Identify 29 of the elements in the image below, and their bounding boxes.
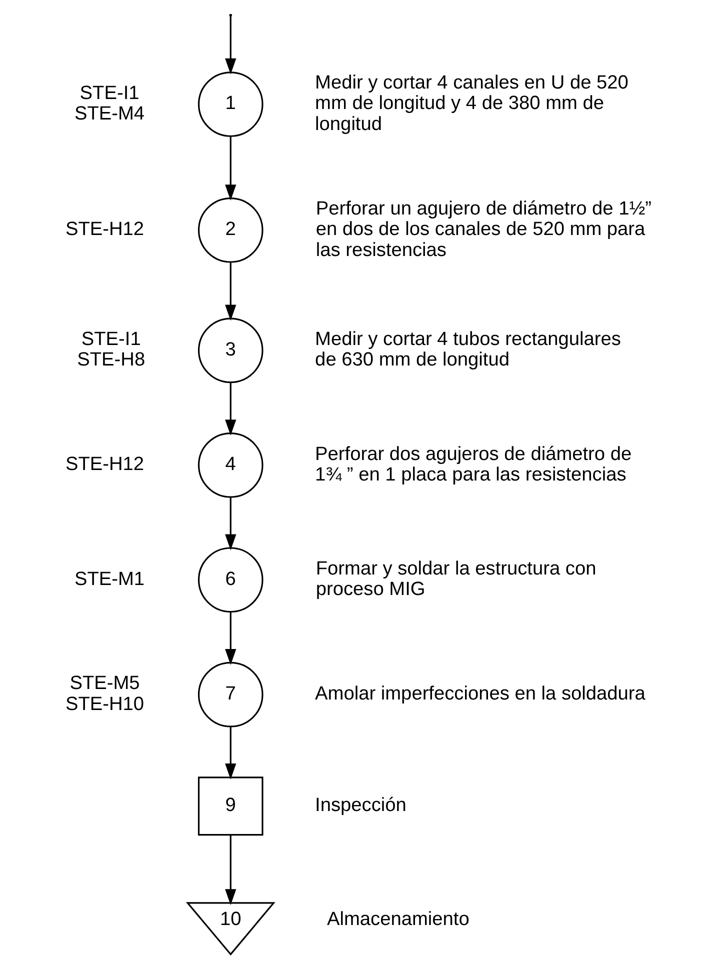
- node-circle: 3: [197, 318, 263, 384]
- arrow: [224, 726, 236, 780]
- node-label: STE-I1 STE-M4: [74, 82, 144, 125]
- node-circle: 4: [197, 432, 263, 498]
- node-label: STE-M5 STE-H10: [64, 673, 144, 715]
- node-label: Medir y cortar 4 canales en U de 520 mm de longitud y 4 de 380 mm de longitud: [314, 72, 628, 135]
- arrow: [224, 262, 236, 321]
- node-label: STE-M1: [74, 568, 144, 590]
- arrow: [224, 136, 236, 201]
- node-label: STE-H12: [64, 219, 144, 240]
- node-circle: 7: [197, 662, 263, 728]
- node-circle: 2: [197, 197, 263, 263]
- node-label: Perforar un agujero de diámetro de 1½” en dos de los canales de 520 mm para las resistencias: [315, 198, 652, 261]
- node-label: Formar y soldar la estructura con proceso MIG: [315, 558, 596, 600]
- node-label: STE-I1 STE-H8: [76, 329, 145, 371]
- node-label: Almacenamiento: [326, 909, 469, 930]
- arrow: [224, 16, 236, 74]
- node-circle: 1: [197, 72, 263, 137]
- node-label: STE-H12: [64, 454, 144, 476]
- node-label: Medir y cortar 4 tubos rectangulares de 630 mm de longitud: [314, 329, 620, 371]
- arrow: [224, 835, 236, 906]
- arrow: [224, 612, 236, 665]
- node-label: Perforar dos agujeros de diámetro de 1¾ ” en 1 placa para las resistencias: [314, 444, 632, 486]
- node-label: Inspección: [314, 795, 406, 816]
- node-label: Amolar imperfecciones en la soldadura: [314, 684, 645, 705]
- arrow: [224, 497, 236, 550]
- node-box: 9: [197, 776, 263, 836]
- arrow: [224, 382, 236, 436]
- node-circle: 6: [197, 547, 263, 613]
